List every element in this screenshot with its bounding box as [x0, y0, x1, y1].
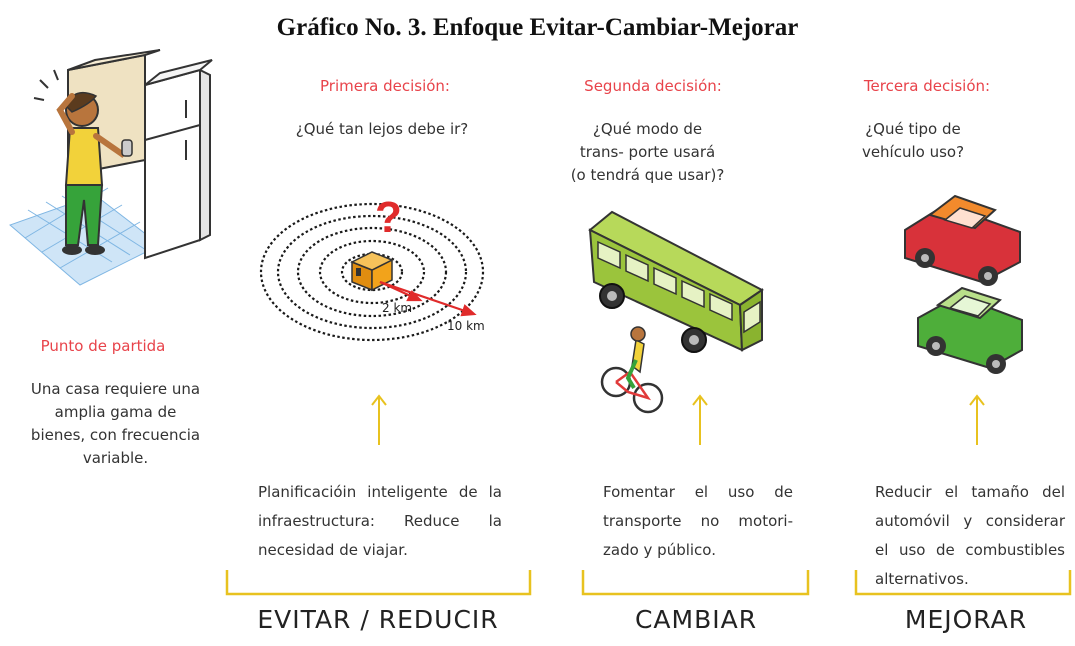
start-heading: Punto de partida: [40, 337, 166, 355]
outer-distance-label: 10 km: [447, 319, 485, 333]
decision-2-description: Fomentar el uso de transporte no motori-…: [603, 483, 793, 559]
page-title: Gráfico No. 3. Enfoque Evitar-Cambiar-Me…: [276, 14, 799, 41]
up-arrows: [371, 394, 985, 445]
decision-3-question: ¿Qué tipo de vehículo uso?: [861, 120, 965, 161]
decision-3-description: Reducir el tamaño del automóvil y consid…: [875, 483, 1065, 588]
decision-1-description: Planificacióin inteligente de la infraes…: [258, 483, 502, 559]
decision-2-heading: Segunda decisión:: [584, 77, 722, 95]
inner-distance-label: 2 km: [382, 301, 412, 315]
mejorar-label: MEJORAR: [904, 605, 1028, 634]
red-car-icon: [904, 194, 1021, 286]
concentric-distance-rings-icon: [259, 202, 485, 342]
cambiar-label: CAMBIAR: [634, 605, 758, 634]
evitar-reducir-label: EVITAR / REDUCIR: [257, 605, 499, 634]
bicycle-icon: [600, 326, 664, 414]
green-car-icon: [917, 286, 1023, 374]
decision-2-question: ¿Qué modo de trans- porte usará (o tendr…: [570, 120, 725, 184]
house-icon: [350, 251, 394, 292]
decision-3-heading: Tercera decisión:: [863, 77, 991, 95]
distance-arrows: [379, 280, 477, 317]
question-mark: ?: [375, 193, 402, 242]
start-text: Una casa requiere una amplia gama de bie…: [30, 380, 201, 467]
decision-1-question: ¿Qué tan lejos debe ir?: [295, 120, 469, 138]
decision-1-heading: Primera decisión:: [320, 77, 450, 95]
brackets: [225, 570, 1072, 596]
bus-icon: [588, 210, 764, 353]
home-person-icon: [9, 49, 213, 286]
